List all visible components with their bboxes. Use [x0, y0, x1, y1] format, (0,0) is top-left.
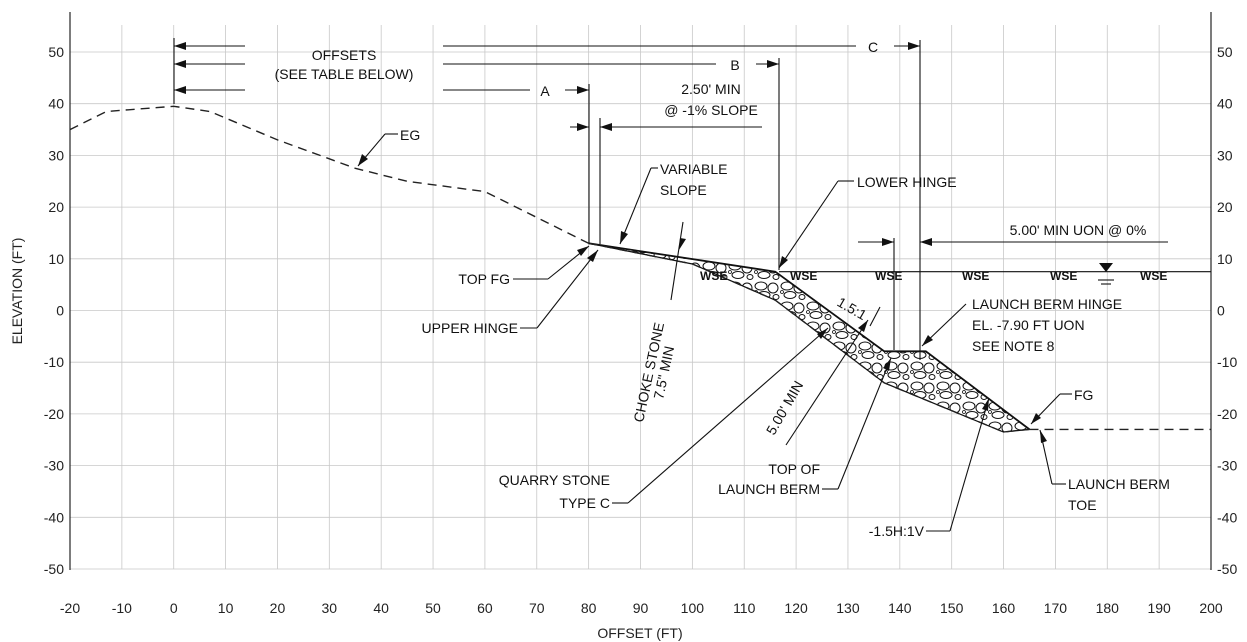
fg-label: FG — [1074, 387, 1093, 403]
min-5-00-label: 5.00' MIN — [763, 378, 807, 438]
x-tick-label: 10 — [218, 600, 234, 616]
y-tick-label-left: 30 — [48, 147, 64, 163]
wse-label: WSE — [790, 269, 817, 283]
y-tick-label-right: 0 — [1217, 303, 1225, 319]
y-axis-title: ELEVATION (FT) — [9, 238, 25, 345]
y-tick-label-right: -50 — [1217, 561, 1237, 577]
quarry-stone-label: QUARRY STONE — [499, 472, 610, 488]
y-tick-label-left: -40 — [44, 509, 64, 525]
offset-dimensions — [173, 38, 1168, 360]
x-tick-label: 40 — [373, 600, 389, 616]
stone-bottom-line — [588, 242, 1030, 433]
top-fg-label: TOP FG — [458, 271, 510, 287]
launch-berm-hinge-note-label: SEE NOTE 8 — [972, 338, 1055, 354]
offsets-label: OFFSETS — [312, 47, 377, 63]
x-tick-label: 110 — [733, 600, 756, 616]
x-tick-label: 70 — [529, 600, 545, 616]
y-tick-label-left: -20 — [44, 406, 64, 422]
existing-ground-line — [69, 105, 589, 244]
y-tick-label-right: 30 — [1217, 147, 1233, 163]
y-tick-label-right: -10 — [1217, 354, 1237, 370]
x-axis-title: OFFSET (FT) — [597, 625, 682, 641]
y-tick-label-left: -30 — [44, 458, 64, 474]
wse-label: WSE — [875, 269, 902, 283]
leader-lines — [357, 133, 1072, 532]
y-tick-label-left: 20 — [48, 199, 64, 215]
slope-1-5h-1v-label: -1.5H:1V — [869, 523, 925, 539]
y-tick-label-right: 40 — [1217, 96, 1233, 112]
eg-label: EG — [400, 127, 420, 143]
x-tick-label: 190 — [1147, 600, 1171, 616]
x-tick-label: 180 — [1096, 600, 1120, 616]
offset-a-label: A — [540, 83, 550, 99]
x-tick-label: 0 — [170, 600, 178, 616]
x-tick-label: 100 — [681, 600, 705, 616]
x-tick-label: 80 — [581, 600, 597, 616]
x-tick-label: 200 — [1199, 600, 1223, 616]
water-surface-symbol — [1098, 263, 1114, 285]
top-of-launch-berm-label: TOP OF — [768, 461, 820, 477]
y-tick-label-left: 40 — [48, 96, 64, 112]
upper-hinge-label: UPPER HINGE — [422, 320, 518, 336]
x-tick-label: 90 — [633, 600, 649, 616]
x-tick-label: 20 — [270, 600, 286, 616]
x-tick-label: 140 — [888, 600, 912, 616]
x-tick-label: 130 — [836, 600, 860, 616]
wse-label: WSE — [962, 269, 989, 283]
y-tick-label-right: -40 — [1217, 509, 1237, 525]
finished-grade-line — [588, 242, 1031, 431]
x-tick-label: 30 — [322, 600, 338, 616]
see-table-label: (SEE TABLE BELOW) — [275, 66, 414, 82]
y-tick-label-left: -10 — [44, 354, 64, 370]
y-tick-label-right: 50 — [1217, 44, 1233, 60]
y-tick-label-right: -20 — [1217, 406, 1237, 422]
min-2-50-slope-label: @ -1% SLOPE — [664, 102, 758, 118]
variable-slope-label-2: SLOPE — [660, 182, 707, 198]
y-tick-label-right: 10 — [1217, 251, 1233, 267]
x-tick-label: -10 — [112, 600, 132, 616]
x-tick-label: -20 — [60, 600, 80, 616]
wse-label: WSE — [1050, 269, 1077, 283]
x-tick-label: 50 — [425, 600, 441, 616]
y-tick-label-left: 50 — [48, 44, 64, 60]
x-tick-label: 170 — [1044, 600, 1068, 616]
x-tick-label: 160 — [992, 600, 1016, 616]
top-of-launch-berm-label-2: LAUNCH BERM — [718, 481, 820, 497]
launch-berm-hinge-elev-label: EL. -7.90 FT UON — [972, 317, 1085, 333]
y-tick-label-left: -50 — [44, 561, 64, 577]
launch-berm-toe-label-2: TOE — [1068, 497, 1097, 513]
y-tick-label-left: 0 — [56, 303, 64, 319]
offset-c-label: C — [868, 39, 878, 55]
lower-hinge-label: LOWER HINGE — [857, 174, 957, 190]
offset-b-label: B — [730, 57, 739, 73]
launch-berm-hinge-label: LAUNCH BERM HINGE — [972, 296, 1122, 312]
y-tick-label-left: 10 — [48, 251, 64, 267]
min-2-50-label: 2.50' MIN — [681, 81, 740, 97]
wse-label: WSE — [700, 269, 727, 283]
x-tick-label: 120 — [784, 600, 808, 616]
x-tick-label: 60 — [477, 600, 493, 616]
min-5-00-uon-label: 5.00' MIN UON @ 0% — [1010, 222, 1147, 238]
y-tick-label-right: 20 — [1217, 199, 1233, 215]
launch-berm-toe-label: LAUNCH BERM — [1068, 476, 1170, 492]
quarry-stone-type-label: TYPE C — [559, 495, 610, 511]
wse-label: WSE — [1140, 269, 1167, 283]
variable-slope-label: VARIABLE — [660, 161, 727, 177]
x-tick-label: 150 — [940, 600, 964, 616]
y-tick-label-right: -30 — [1217, 458, 1237, 474]
